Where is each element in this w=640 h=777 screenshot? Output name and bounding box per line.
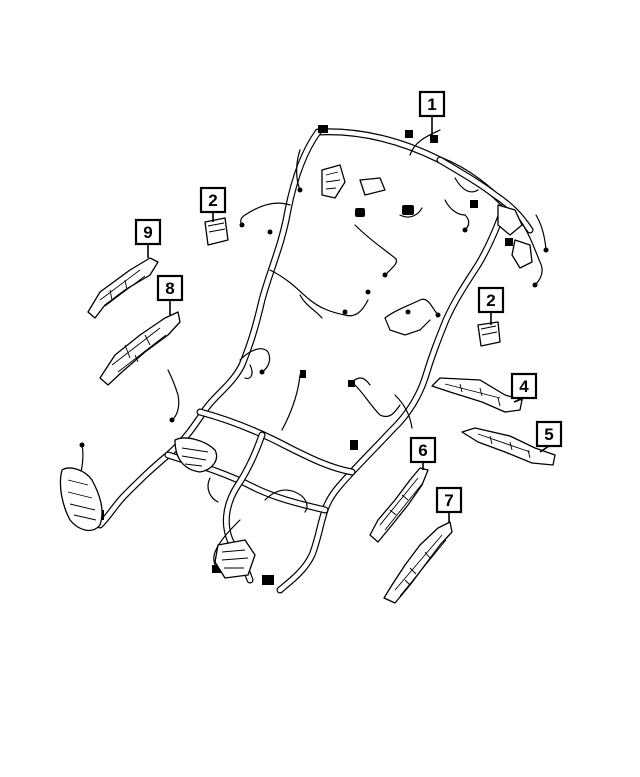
callout-label: 2 <box>208 191 217 210</box>
callout-label: 4 <box>519 377 529 396</box>
part-5-trim <box>461 427 556 466</box>
harness-branch-wires <box>77 129 547 573</box>
callout-label: 1 <box>427 95 436 114</box>
callout-9: 9 <box>134 218 162 246</box>
connector-clusters <box>59 164 533 579</box>
part-2-module-upper <box>204 217 229 246</box>
callout-label: 5 <box>544 425 553 444</box>
callout-4: 4 <box>510 372 538 400</box>
main-wiring-harness <box>96 128 534 594</box>
part-6-trim <box>369 467 429 543</box>
part-7-trim <box>383 521 453 604</box>
callout-label: 2 <box>486 291 495 310</box>
part-9-trim <box>87 257 159 319</box>
callout-label: 6 <box>418 441 427 460</box>
callout-2-upper: 2 <box>199 186 227 214</box>
callout-label: 7 <box>444 491 453 510</box>
part-8-trim <box>99 311 181 386</box>
callout-label: 9 <box>143 223 152 242</box>
part-4-trim <box>431 377 523 413</box>
callout-2-lower: 2 <box>477 286 505 314</box>
callout-6: 6 <box>409 436 437 464</box>
callout-5: 5 <box>535 420 563 448</box>
part-2-module-lower <box>477 321 501 347</box>
callout-8: 8 <box>156 274 184 302</box>
callout-1: 1 <box>418 90 446 118</box>
callout-label: 8 <box>165 279 174 298</box>
callout-7: 7 <box>435 486 463 514</box>
